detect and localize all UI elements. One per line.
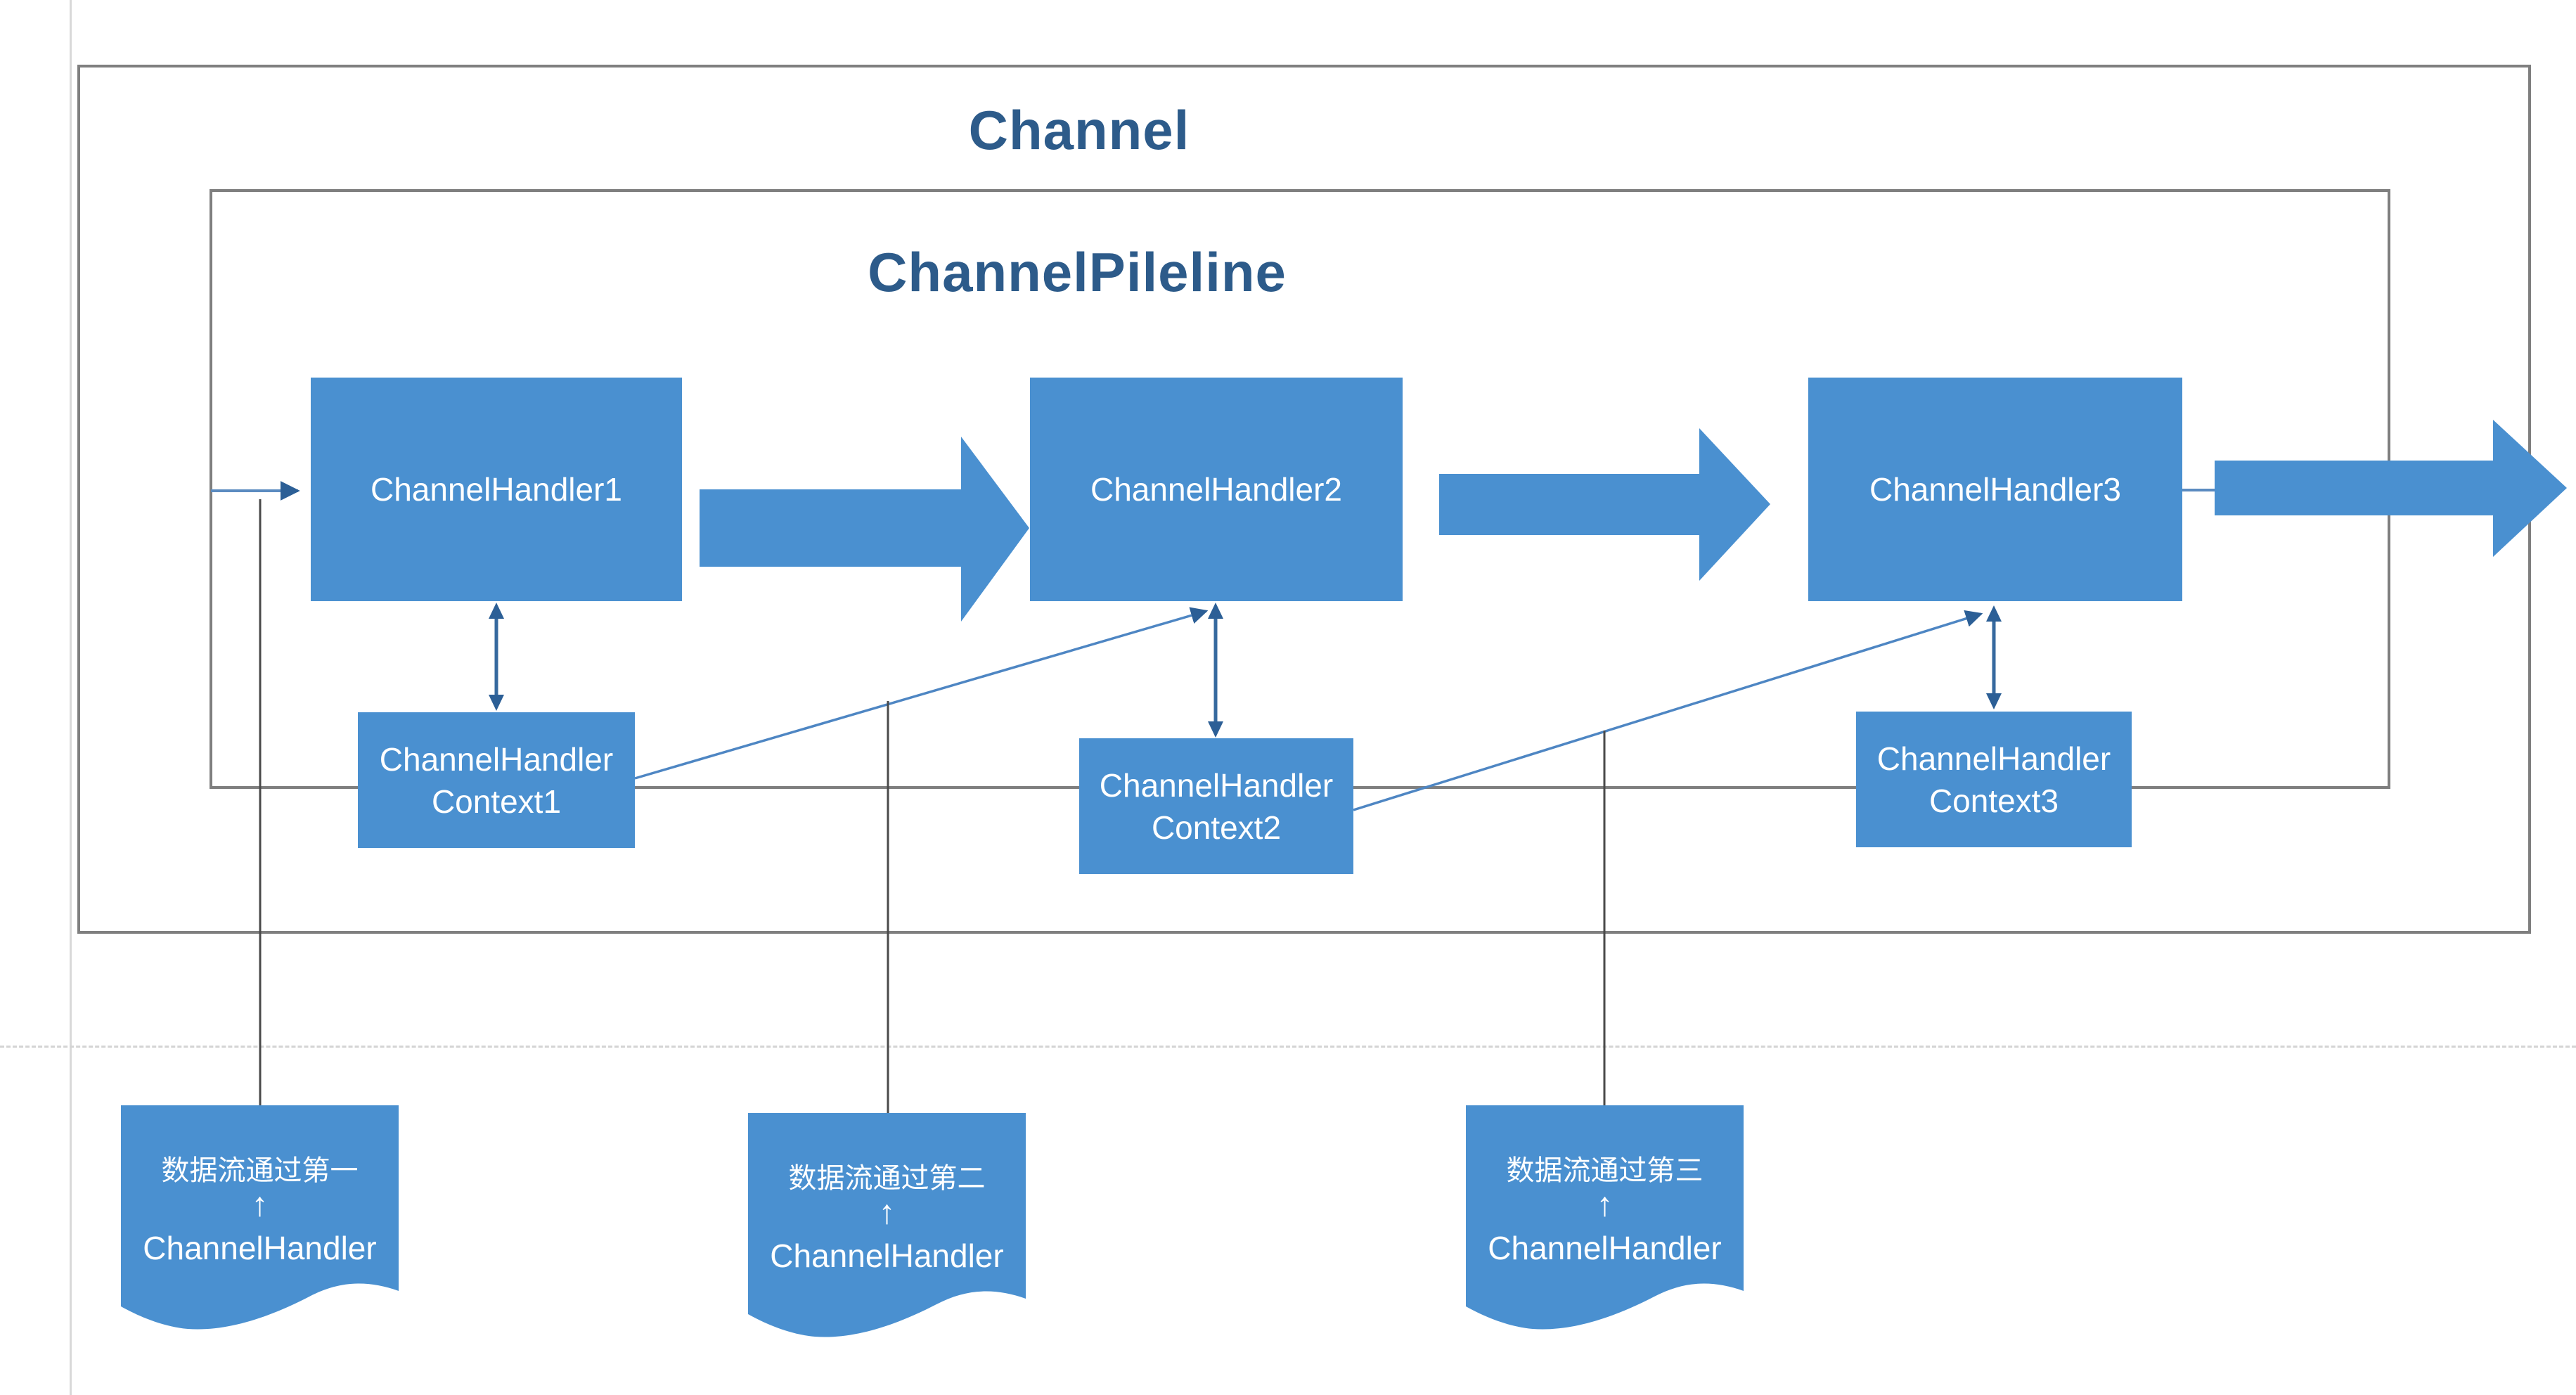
note-2-document-shape: 数据流通过第二 ↑ ChannelHandler [748, 1113, 1026, 1338]
channel-handler-context-1-box: ChannelHandler Context1 [358, 712, 635, 848]
document-shape-icon [748, 1113, 1026, 1337]
channel-handler-3-box: ChannelHandler3 [1808, 378, 2182, 601]
channel-handler-3-label: ChannelHandler3 [1869, 471, 2122, 508]
channel-handler-1-label: ChannelHandler1 [370, 471, 623, 508]
note-2-up-arrow-icon: ↑ [878, 1194, 896, 1231]
note-1-text-line1: 数据流通过第一 [161, 1155, 359, 1186]
context-1-label-line2: Context1 [431, 783, 562, 820]
page-boundary-line [70, 0, 72, 1395]
note-2-text-line1: 数据流通过第二 [788, 1163, 986, 1194]
context-2-label-line1: ChannelHandler [1099, 766, 1334, 804]
context-3-label-line1: ChannelHandler [1876, 740, 2111, 777]
note-2-text-line2: ChannelHandler [770, 1238, 1004, 1274]
channel-handler-2-label: ChannelHandler2 [1090, 471, 1343, 508]
note-3-text-line1: 数据流通过第三 [1506, 1155, 1704, 1186]
context-1-label-line1: ChannelHandler [379, 740, 614, 778]
channel-handler-2-box: ChannelHandler2 [1030, 378, 1403, 601]
channel-handler-1-box: ChannelHandler1 [311, 378, 682, 601]
page-dashed-divider [0, 1046, 2576, 1048]
channel-handler-context-3-box: ChannelHandler Context3 [1856, 712, 2132, 847]
context-2-label-line2: Context2 [1151, 809, 1282, 846]
pipeline-title: ChannelPileline [868, 241, 1287, 303]
channel-title: Channel [968, 99, 1190, 161]
note-1-up-arrow-icon: ↑ [251, 1186, 269, 1223]
channel-handler-context-2-box: ChannelHandler Context2 [1079, 738, 1353, 874]
document-shape-icon [121, 1105, 399, 1330]
note-1-text-line2: ChannelHandler [143, 1230, 377, 1266]
note-3-up-arrow-icon: ↑ [1596, 1186, 1614, 1223]
note-1-document-shape: 数据流通过第一 ↑ ChannelHandler [121, 1105, 399, 1330]
note-3-document-shape: 数据流通过第三 ↑ ChannelHandler [1466, 1105, 1744, 1330]
document-shape-icon [1466, 1105, 1744, 1330]
note-3-text-line2: ChannelHandler [1488, 1230, 1722, 1266]
context-3-label-line2: Context3 [1928, 782, 2059, 819]
